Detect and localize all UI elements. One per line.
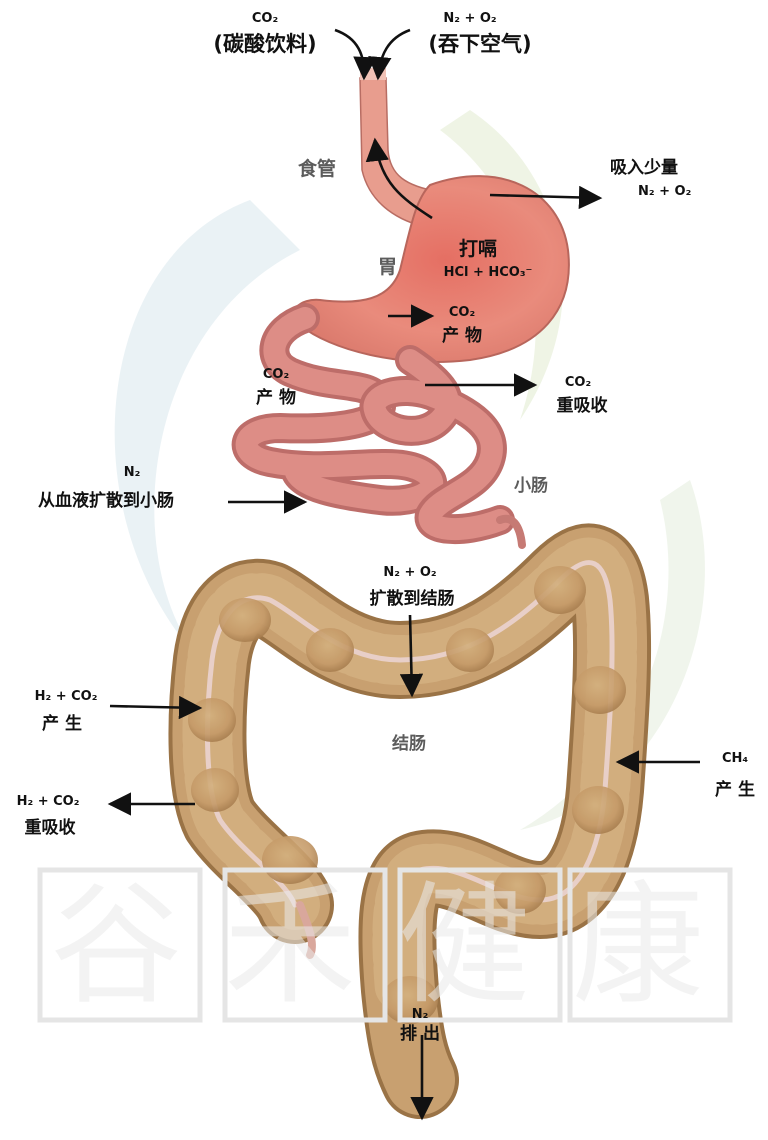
arrow-burp-up (365, 137, 433, 220)
small-intestine-coils (231, 303, 526, 549)
colon-label: 结肠 (392, 734, 426, 754)
arrow-co2-in (334, 28, 377, 81)
reabsorb-co2-note: 重吸收 (556, 396, 608, 416)
absorb-formula: N₂ + O₂ (638, 184, 692, 199)
n2-exit-note: 排 出 (400, 1024, 440, 1044)
ch4-formula: CH₄ (721, 751, 749, 766)
absorb-note: 吸入少量 (610, 158, 678, 178)
arrow-air-in (368, 28, 411, 81)
watermark-outline (37, 867, 733, 1023)
small-intestine-label: 小肠 (514, 476, 548, 496)
si-co2-note: 产 物 (256, 388, 296, 408)
si-co2-formula: CO₂ (262, 367, 290, 382)
top-right-note: (吞下空气) (428, 32, 532, 56)
esophagus-label: 食管 (298, 158, 337, 180)
arrows (107, 28, 700, 1121)
colon-pouches (188, 566, 626, 1024)
reabsorb-co2-formula: CO₂ (564, 375, 592, 390)
h2co2-produce-formula: H₂ + CO₂ (34, 689, 98, 704)
watermark-text: 谷禾健康 (50, 869, 746, 1023)
arrow-absorb (489, 185, 603, 210)
stomach-co2-note: 产 物 (442, 326, 482, 346)
h2co2-produce-note: 产 生 (42, 714, 82, 734)
colon-diffuse-note: 扩散到结肠 (369, 589, 455, 609)
blood-n2-formula: N₂ (123, 465, 141, 480)
top-left-formula: CO₂ (251, 11, 279, 26)
arrow-colon-diffuse (399, 614, 424, 698)
arrow-h2co2-produce (109, 695, 203, 720)
n2-exit-formula: N₂ (411, 1007, 429, 1022)
top-left-note: (碳酸饮料) (213, 32, 317, 56)
h2co2-reabsorb-formula: H₂ + CO₂ (16, 794, 80, 809)
blood-n2-note: 从血液扩散到小肠 (38, 491, 174, 511)
burp-formula: HCl + HCO₃⁻ (443, 265, 533, 280)
stomach-label: 胃 (378, 256, 398, 278)
stomach-shape (292, 175, 570, 363)
ch4-note: 产 生 (715, 780, 755, 800)
burp-label: 打嗝 (458, 238, 498, 260)
stomach-co2-formula: CO₂ (448, 305, 476, 320)
colon-diffuse-formula: N₂ + O₂ (383, 565, 437, 580)
top-right-formula: N₂ + O₂ (443, 11, 497, 26)
h2co2-reabsorb-note: 重吸收 (24, 818, 76, 838)
